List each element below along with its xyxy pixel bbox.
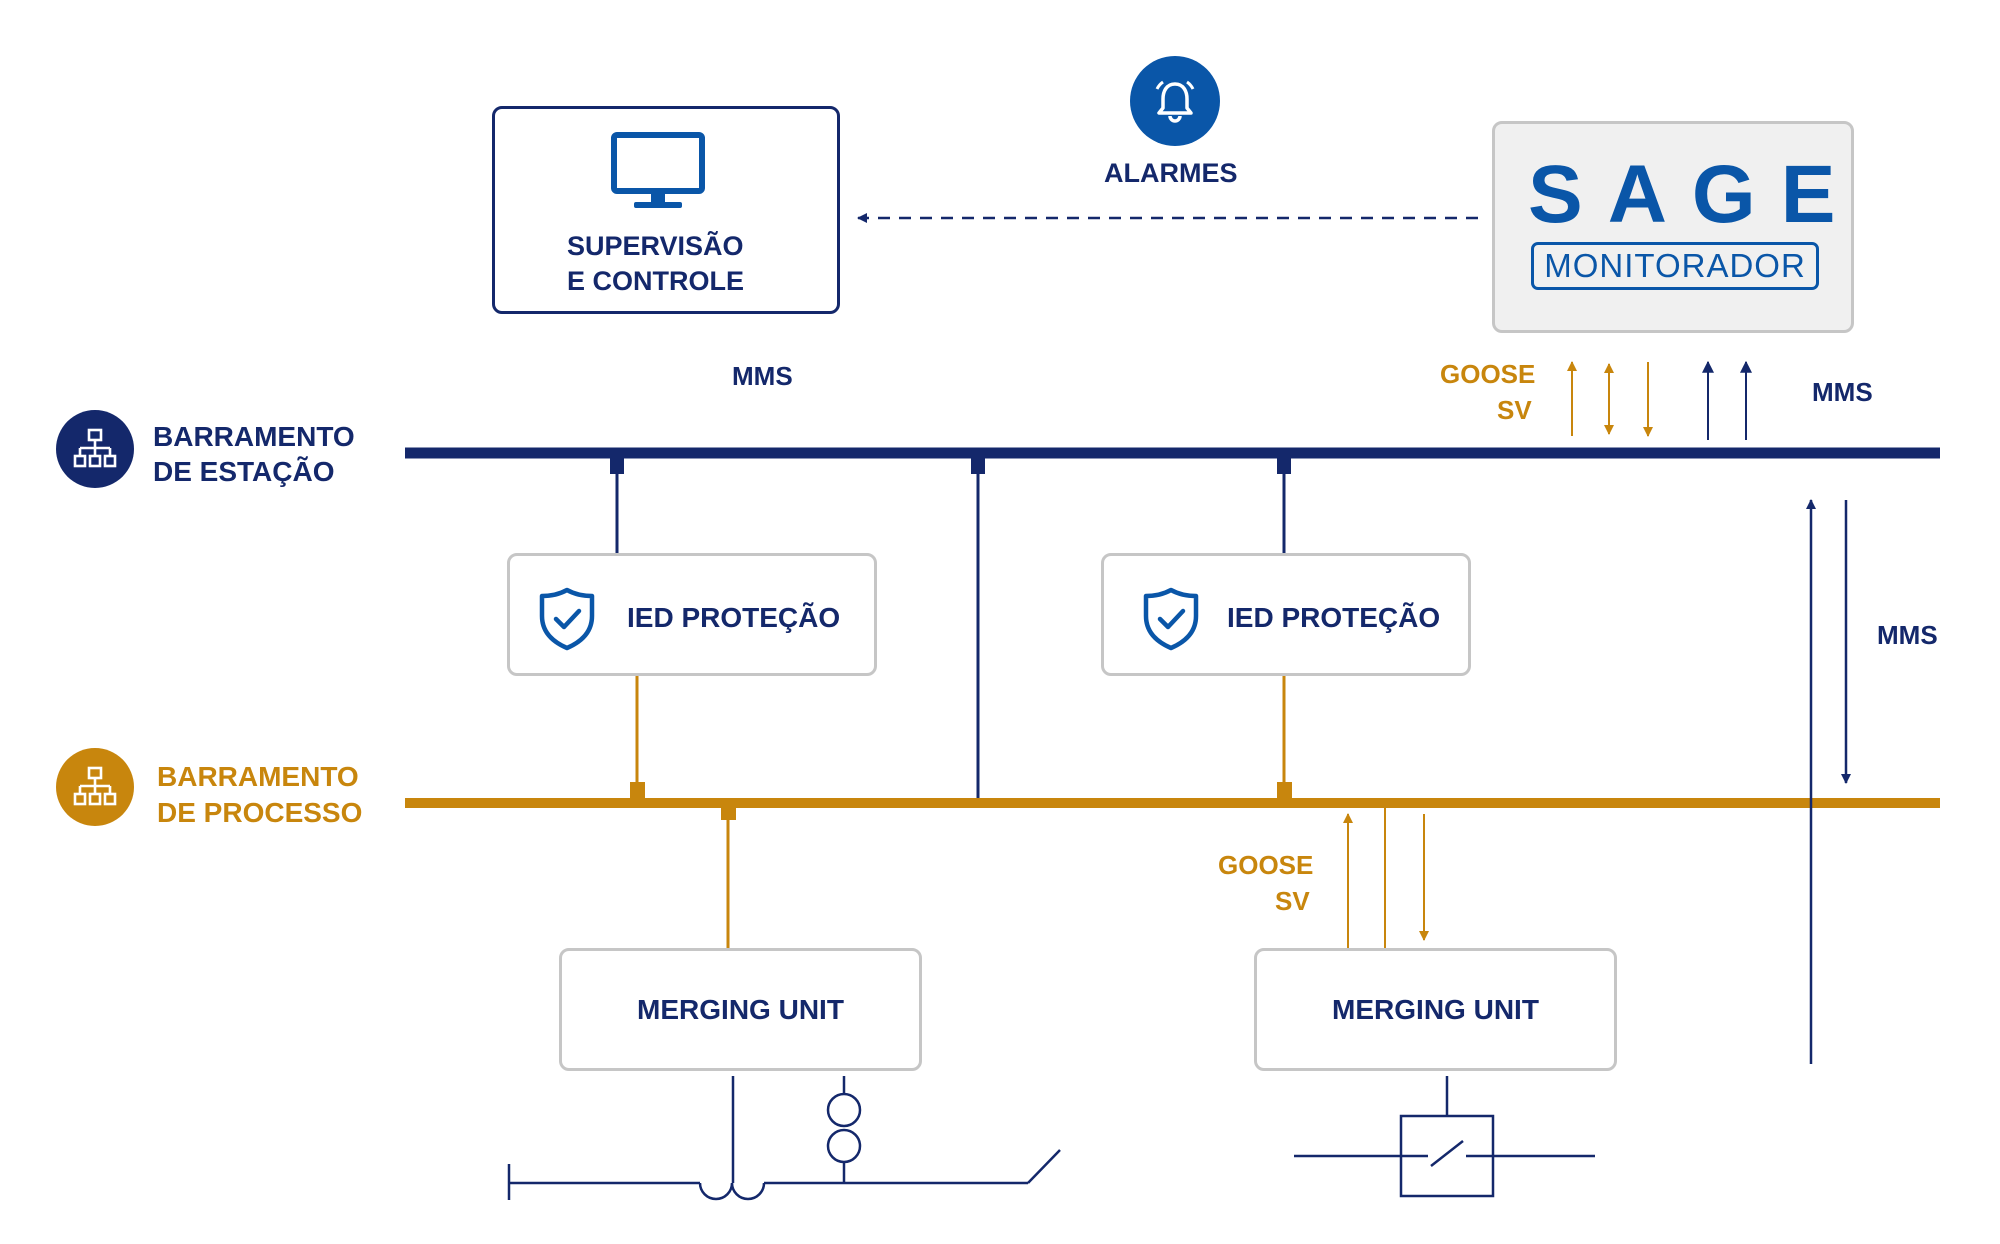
bus-connector (1277, 782, 1292, 798)
goose-label-bottom: GOOSE (1218, 850, 1314, 880)
current-transformer (698, 1182, 766, 1201)
station-bus-label-line2: DE ESTAÇÃO (153, 456, 335, 487)
monitor-icon (611, 132, 705, 208)
monitor-screen (611, 132, 705, 194)
check-mark (1157, 608, 1186, 630)
primary-circuit-left (507, 1076, 1061, 1201)
ied-protection-box-1[interactable]: IED PROTEÇÃO (507, 553, 877, 676)
shield-check-icon (539, 587, 595, 651)
alarms-label: ALARMES (1104, 158, 1238, 188)
sage-monitor-box[interactable]: SAGE MONITORADOR (1492, 121, 1854, 333)
merging-unit-box-2[interactable]: MERGING UNIT (1254, 948, 1617, 1071)
process-bus-label-line2: DE PROCESSO (157, 797, 363, 828)
ied-protection-box-2[interactable]: IED PROTEÇÃO (1101, 553, 1471, 676)
mms-label-left: MMS (732, 361, 793, 391)
bus-connector (721, 808, 736, 820)
node-top (87, 428, 103, 442)
bus-connector (630, 782, 645, 798)
node-center (88, 792, 102, 806)
process-bus-label-line1: BARRAMENTO (157, 761, 359, 792)
merging-unit-label: MERGING UNIT (637, 994, 844, 1025)
monitor-base (634, 202, 682, 208)
bus-connector (1277, 458, 1291, 474)
mms-label-vertical: MMS (1877, 620, 1938, 650)
bell-body (1157, 82, 1193, 115)
shield-outline (1143, 587, 1199, 651)
merging-unit-box-1[interactable]: MERGING UNIT (559, 948, 922, 1071)
primary-circuit-right (1294, 1076, 1595, 1198)
monitor-badge-label: MONITORADOR (1544, 247, 1806, 285)
disconnect-switch (1027, 1149, 1061, 1184)
breaker-contact (1430, 1140, 1464, 1167)
process-bus-icon (56, 748, 134, 826)
node-left (73, 792, 87, 806)
bus-connector (610, 458, 624, 474)
node-right (103, 454, 117, 468)
shield-check-icon (1143, 587, 1199, 651)
bell-clapper (1168, 115, 1182, 123)
goose-label-top: GOOSE (1440, 359, 1536, 389)
node-left (73, 454, 87, 468)
network-icon (73, 766, 117, 806)
shield-outline (539, 587, 595, 651)
ied-label: IED PROTEÇÃO (627, 602, 841, 633)
station-bus-icon (56, 410, 134, 488)
bell-icon (1130, 56, 1220, 146)
station-bus-label-line1: BARRAMENTO (153, 421, 355, 452)
ied-label: IED PROTEÇÃO (1227, 602, 1441, 633)
sv-label-bottom: SV (1275, 886, 1310, 916)
voltage-transformer (826, 1092, 862, 1128)
supervision-box[interactable]: SUPERVISÃO E CONTROLE (492, 106, 840, 314)
bell-wave-right (1186, 80, 1195, 90)
sv-label-top: SV (1497, 395, 1532, 425)
mms-label-right: MMS (1812, 377, 1873, 407)
node-center (88, 454, 102, 468)
merging-unit-label: MERGING UNIT (1332, 994, 1539, 1025)
check-mark (553, 608, 582, 630)
network-icon (73, 428, 117, 468)
monitor-badge: MONITORADOR (1531, 242, 1819, 290)
voltage-transformer (826, 1128, 862, 1164)
node-top (87, 766, 103, 780)
node-right (103, 792, 117, 806)
sage-logo: SAGE (1528, 149, 1861, 240)
supervision-label-line1: SUPERVISÃO (567, 231, 744, 261)
bus-connector (971, 458, 985, 474)
monitor-stand (651, 191, 665, 203)
supervision-label-line2: E CONTROLE (567, 266, 745, 296)
bell-glyph (1155, 80, 1195, 123)
bell-wave-left (1155, 80, 1164, 90)
